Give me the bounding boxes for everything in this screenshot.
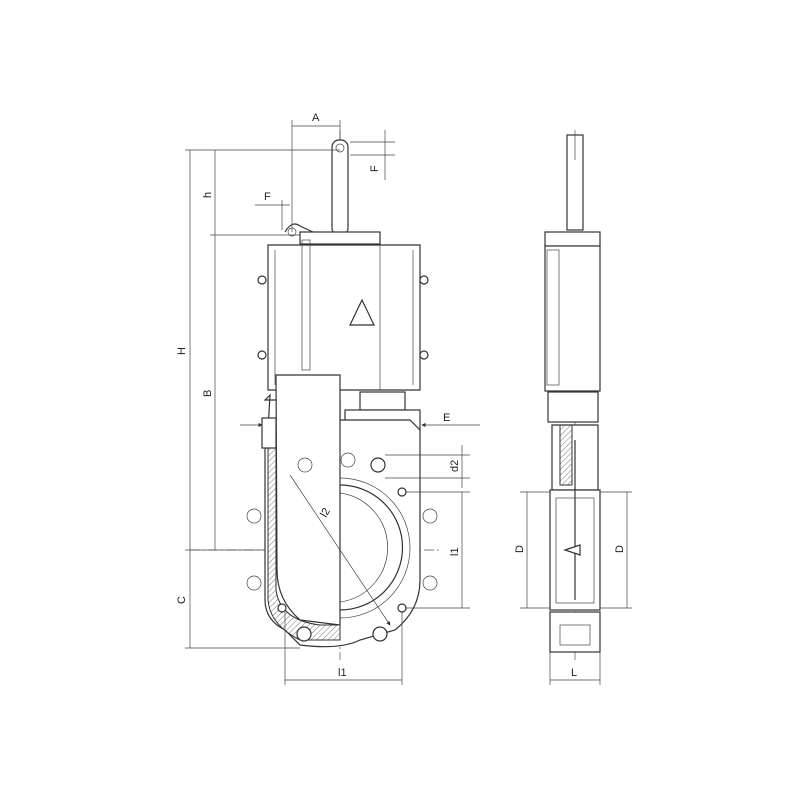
dimension-lines: [185, 120, 632, 685]
dim-h: h: [202, 192, 214, 198]
dim-L: L: [571, 667, 577, 679]
dim-l1-side: l1: [449, 547, 461, 556]
dim-A: A: [312, 112, 320, 124]
dimension-labels: A F F h H B C E d2 l2 l1 l1 D D L: [176, 112, 626, 679]
dim-H: H: [176, 347, 188, 355]
dim-l1-bottom: l1: [338, 667, 347, 679]
dim-E: E: [443, 412, 450, 424]
dim-D-left: D: [514, 545, 526, 553]
warning-icon: [349, 298, 375, 326]
dim-B: B: [202, 390, 214, 397]
dim-F-left: F: [264, 191, 271, 203]
front-view: [190, 130, 440, 660]
side-view: [544, 130, 601, 660]
dim-C: C: [176, 596, 188, 604]
dim-D-right: D: [614, 545, 626, 553]
dim-F-top: F: [369, 165, 381, 172]
dim-d2: d2: [449, 460, 461, 472]
